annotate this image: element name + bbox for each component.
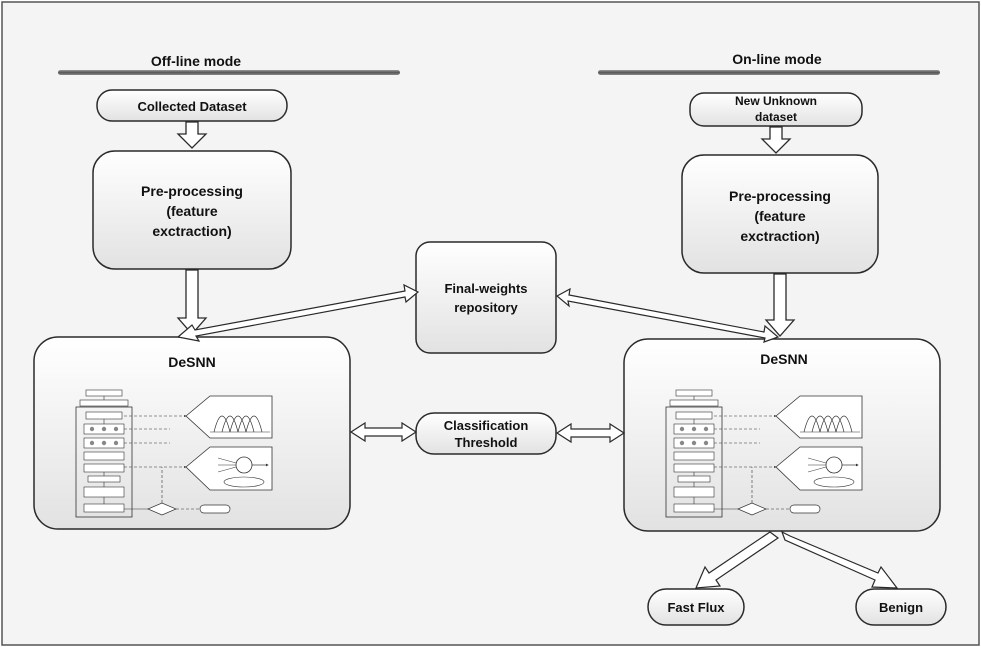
preproc-left-line2: (feature [166, 203, 218, 219]
arrow-dataset-to-preproc-right [760, 126, 792, 154]
benign-label: Benign [879, 600, 923, 615]
final-weights-node [415, 241, 557, 354]
arrow-finalweights-desnn-right [555, 287, 780, 343]
new-unknown-line1: New Unknown [735, 94, 817, 108]
preproc-right-line2: (feature [754, 208, 806, 224]
desnn-left-title: DeSNN [168, 354, 215, 370]
arrow-desnn-to-fastflux [695, 531, 780, 589]
fast-flux-node [647, 588, 745, 626]
classification-threshold-node [415, 412, 557, 455]
offline-mode-title: Off-line mode [151, 53, 241, 69]
arrow-dataset-to-preproc-left [176, 121, 208, 149]
arrow-desnn-to-benign [780, 530, 899, 589]
final-weights-line1: Final-weights [444, 281, 527, 296]
desnn-node-right [623, 338, 941, 532]
final-weights-line2: repository [454, 300, 518, 315]
desnn-mini-flowchart-left [75, 389, 273, 518]
online-mode-title: On-line mode [732, 51, 822, 67]
offline-header-bar [58, 70, 400, 75]
desnn-right-title: DeSNN [760, 351, 807, 367]
preprocessing-node-right [681, 154, 879, 274]
preproc-left-line3: exctraction) [152, 223, 231, 239]
collected-dataset-node [96, 89, 288, 122]
arrow-preproc-to-desnn-right [764, 273, 796, 337]
new-unknown-dataset-node [689, 92, 863, 127]
fast-flux-label: Fast Flux [667, 600, 725, 615]
new-unknown-line2: dataset [755, 110, 797, 124]
preproc-right-line3: exctraction) [740, 228, 819, 244]
preproc-right-line1: Pre-processing [729, 188, 831, 204]
arrow-classification-desnn-left [349, 421, 418, 443]
arrow-classification-desnn-right [555, 422, 626, 444]
benign-node [855, 588, 947, 626]
arrow-finalweights-desnn-left [176, 283, 420, 342]
online-header-bar [598, 70, 940, 75]
preprocessing-node-left [92, 150, 292, 270]
classification-line2: Threshold [455, 435, 518, 450]
arrow-preproc-to-desnn-left [176, 269, 208, 335]
collected-dataset-label: Collected Dataset [137, 99, 247, 114]
preproc-left-line1: Pre-processing [141, 183, 243, 199]
desnn-mini-flowchart-right [665, 389, 863, 518]
classification-line1: Classification [444, 418, 529, 433]
